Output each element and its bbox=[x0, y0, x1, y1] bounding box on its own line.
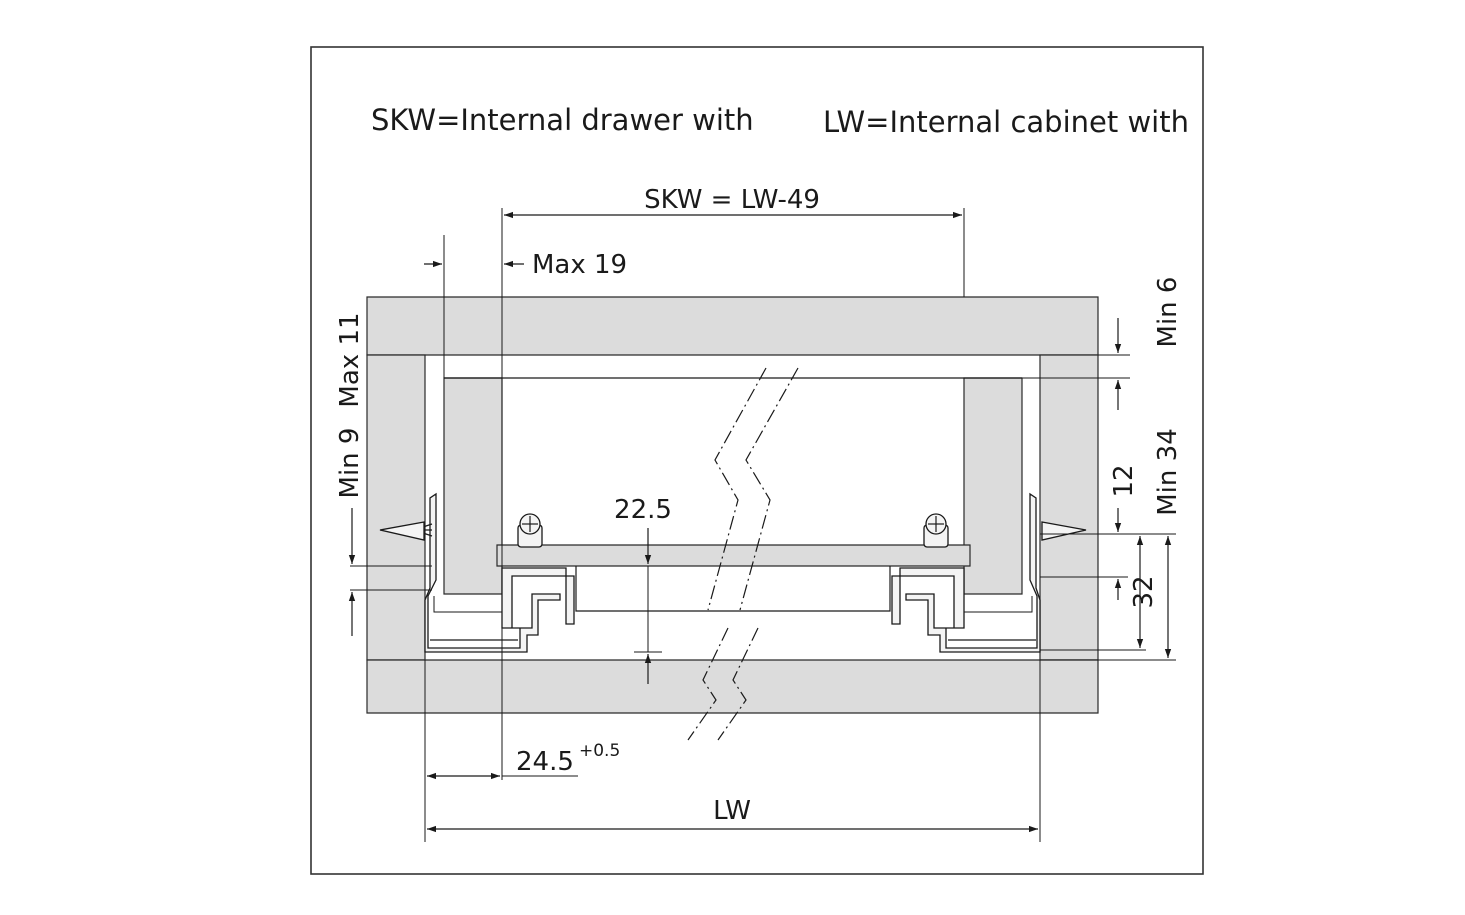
skw-definition: SKW=Internal drawer with bbox=[371, 103, 754, 137]
dim-24-5-tolerance: +0.5 bbox=[579, 741, 620, 761]
diagram-frame bbox=[310, 46, 1204, 875]
break-line-lower-left bbox=[687, 627, 729, 741]
dim-12-label: 12 bbox=[1109, 464, 1139, 497]
lw-definition: LW=Internal cabinet with bbox=[823, 105, 1189, 139]
break-line-upper-right bbox=[739, 367, 799, 611]
max-19-label: Max 19 bbox=[532, 250, 627, 280]
skw-formula-label: SKW = LW-49 bbox=[644, 185, 820, 215]
cabinet-right-panel bbox=[1039, 354, 1099, 661]
dim-24-5-label: 24.5 bbox=[516, 747, 574, 777]
break-line-lower-right bbox=[717, 627, 759, 741]
min-9-label: Min 9 bbox=[335, 428, 365, 499]
min-6-label: Min 6 bbox=[1153, 277, 1183, 348]
drawer-bottom-panel bbox=[496, 544, 971, 567]
min-34-label: Min 34 bbox=[1153, 428, 1183, 515]
dim-22-5-label: 22.5 bbox=[614, 495, 672, 525]
cabinet-left-panel bbox=[366, 354, 426, 661]
drawer-right-side bbox=[963, 377, 1023, 595]
left-runner bbox=[379, 492, 575, 653]
dim-32-label: 32 bbox=[1129, 575, 1159, 608]
cabinet-bottom-panel bbox=[366, 659, 1099, 714]
drawer-box bbox=[443, 377, 1023, 612]
break-line-upper-left bbox=[707, 367, 767, 611]
cabinet-top-panel bbox=[366, 296, 1099, 356]
lw-label: LW bbox=[713, 796, 751, 826]
dimension-lines bbox=[348, 208, 1176, 842]
cabinet-carcass bbox=[366, 296, 1099, 714]
max-11-label: Max 11 bbox=[335, 312, 365, 407]
drawer-left-side bbox=[443, 377, 503, 595]
right-runner bbox=[891, 492, 1087, 653]
